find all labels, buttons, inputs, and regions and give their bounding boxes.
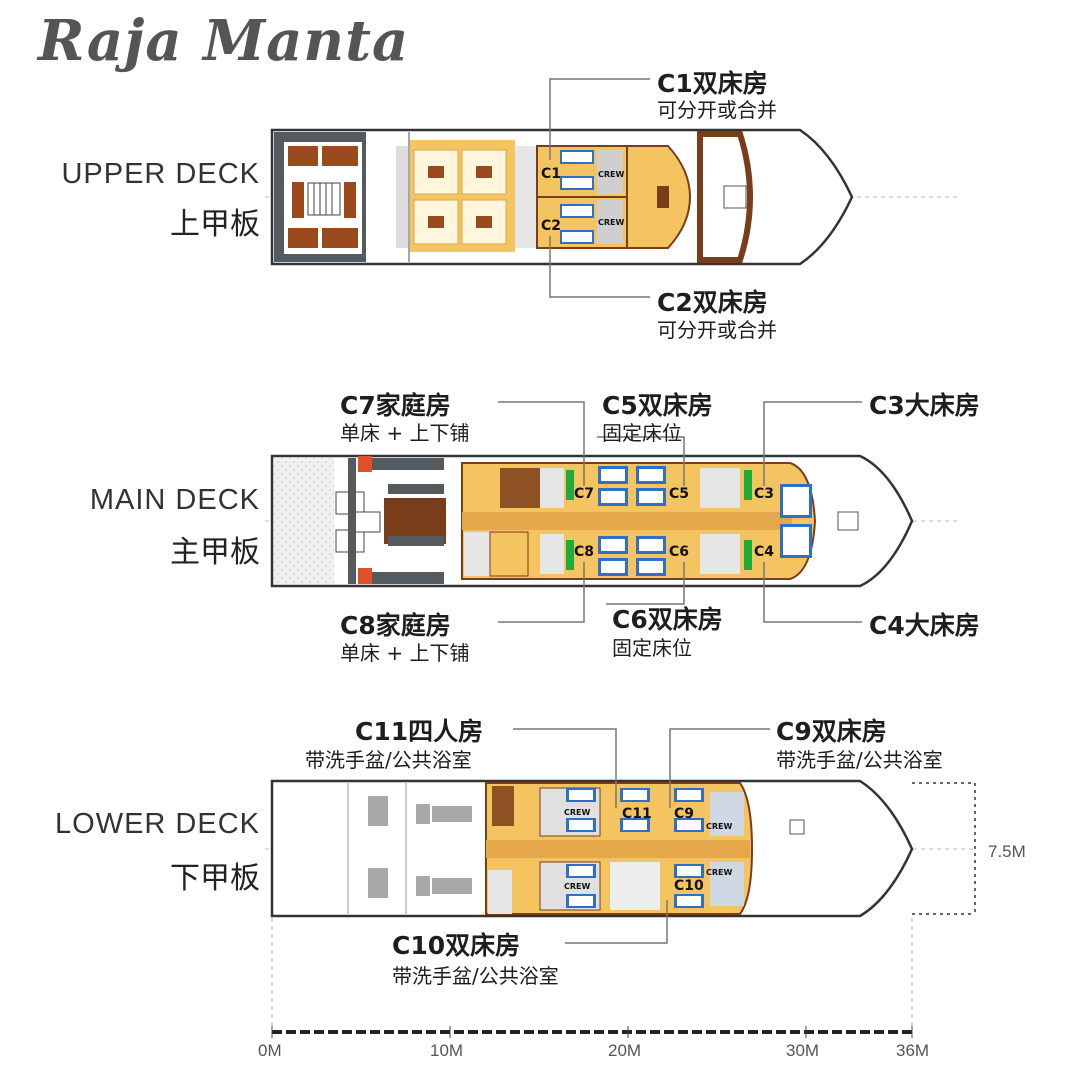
lower-deck-label: LOWER DECK <box>55 808 260 840</box>
scale-mark-0: 0M <box>258 1041 282 1060</box>
cabin-c6-title: C6双床房 <box>612 605 723 634</box>
cabin-c11-title: C11四人房 <box>355 717 484 746</box>
crew-tag: CREW <box>598 170 624 179</box>
cabin-c1-note: 可分开或合并 <box>657 98 777 122</box>
crew-tag: CREW <box>706 822 732 831</box>
cabin-code-c9: C9 <box>674 806 694 822</box>
cabin-code-c2: C2 <box>541 218 561 234</box>
crew-tag: CREW <box>564 808 590 817</box>
cabin-code-c8: C8 <box>574 544 594 560</box>
cabin-c9-note: 带洗手盆/公共浴室 <box>776 748 943 772</box>
cabin-code-c5: C5 <box>669 486 689 502</box>
cabin-code-c4: C4 <box>754 544 774 560</box>
cabin-c9-title: C9双床房 <box>776 717 887 746</box>
scale-mark-30: 30M <box>786 1041 820 1060</box>
cabin-code-c3: C3 <box>754 486 774 502</box>
length-scale <box>271 918 913 1038</box>
scale-mark-36: 36M <box>896 1041 930 1060</box>
cabin-c11-note: 带洗手盆/公共浴室 <box>305 748 472 772</box>
leader-lines <box>498 78 862 944</box>
beam-dimension <box>912 782 976 915</box>
cabin-code-c1: C1 <box>541 166 561 182</box>
crew-tag: CREW <box>564 882 590 891</box>
cabin-code-c6: C6 <box>669 544 689 560</box>
cabin-c3-title: C3大床房 <box>869 391 980 420</box>
cabin-c2-note: 可分开或合并 <box>657 318 777 342</box>
main-deck-label: MAIN DECK <box>89 484 260 516</box>
beam-label: 7.5M <box>988 842 1026 861</box>
cabin-c7-title: C7家庭房 <box>340 391 451 420</box>
main-deck-label-zh: 主甲板 <box>170 535 260 570</box>
upper-deck-plan <box>270 128 854 266</box>
cabin-c4-title: C4大床房 <box>869 611 980 640</box>
scale-mark-20: 20M <box>608 1041 642 1060</box>
cabin-c8-title: C8家庭房 <box>340 611 451 640</box>
cabin-c10-title: C10双床房 <box>392 931 521 960</box>
cabin-c5-title: C5双床房 <box>602 391 713 420</box>
cabin-code-c11: C11 <box>622 806 652 822</box>
cabin-c10-note: 带洗手盆/公共浴室 <box>392 964 559 988</box>
crew-tag: CREW <box>706 868 732 877</box>
cabin-c5-note: 固定床位 <box>602 421 682 445</box>
cabin-c1-title: C1双床房 <box>657 69 768 98</box>
cabin-code-c7: C7 <box>574 486 594 502</box>
cabin-c6-note: 固定床位 <box>612 636 692 660</box>
main-deck-plan <box>270 454 914 588</box>
cabin-c7-note: 单床 + 上下铺 <box>340 421 470 445</box>
lower-deck-plan <box>270 779 914 918</box>
upper-deck-label-zh: 上甲板 <box>170 207 260 242</box>
crew-tag: CREW <box>598 218 624 227</box>
cabin-c8-note: 单床 + 上下铺 <box>340 641 470 665</box>
cabin-c2-title: C2双床房 <box>657 288 768 317</box>
scale-mark-10: 10M <box>430 1041 464 1060</box>
upper-deck-label: UPPER DECK <box>61 158 260 190</box>
vessel-title: Raja Manta <box>38 8 410 74</box>
cabin-code-c10: C10 <box>674 878 704 894</box>
lower-deck-label-zh: 下甲板 <box>170 861 260 896</box>
